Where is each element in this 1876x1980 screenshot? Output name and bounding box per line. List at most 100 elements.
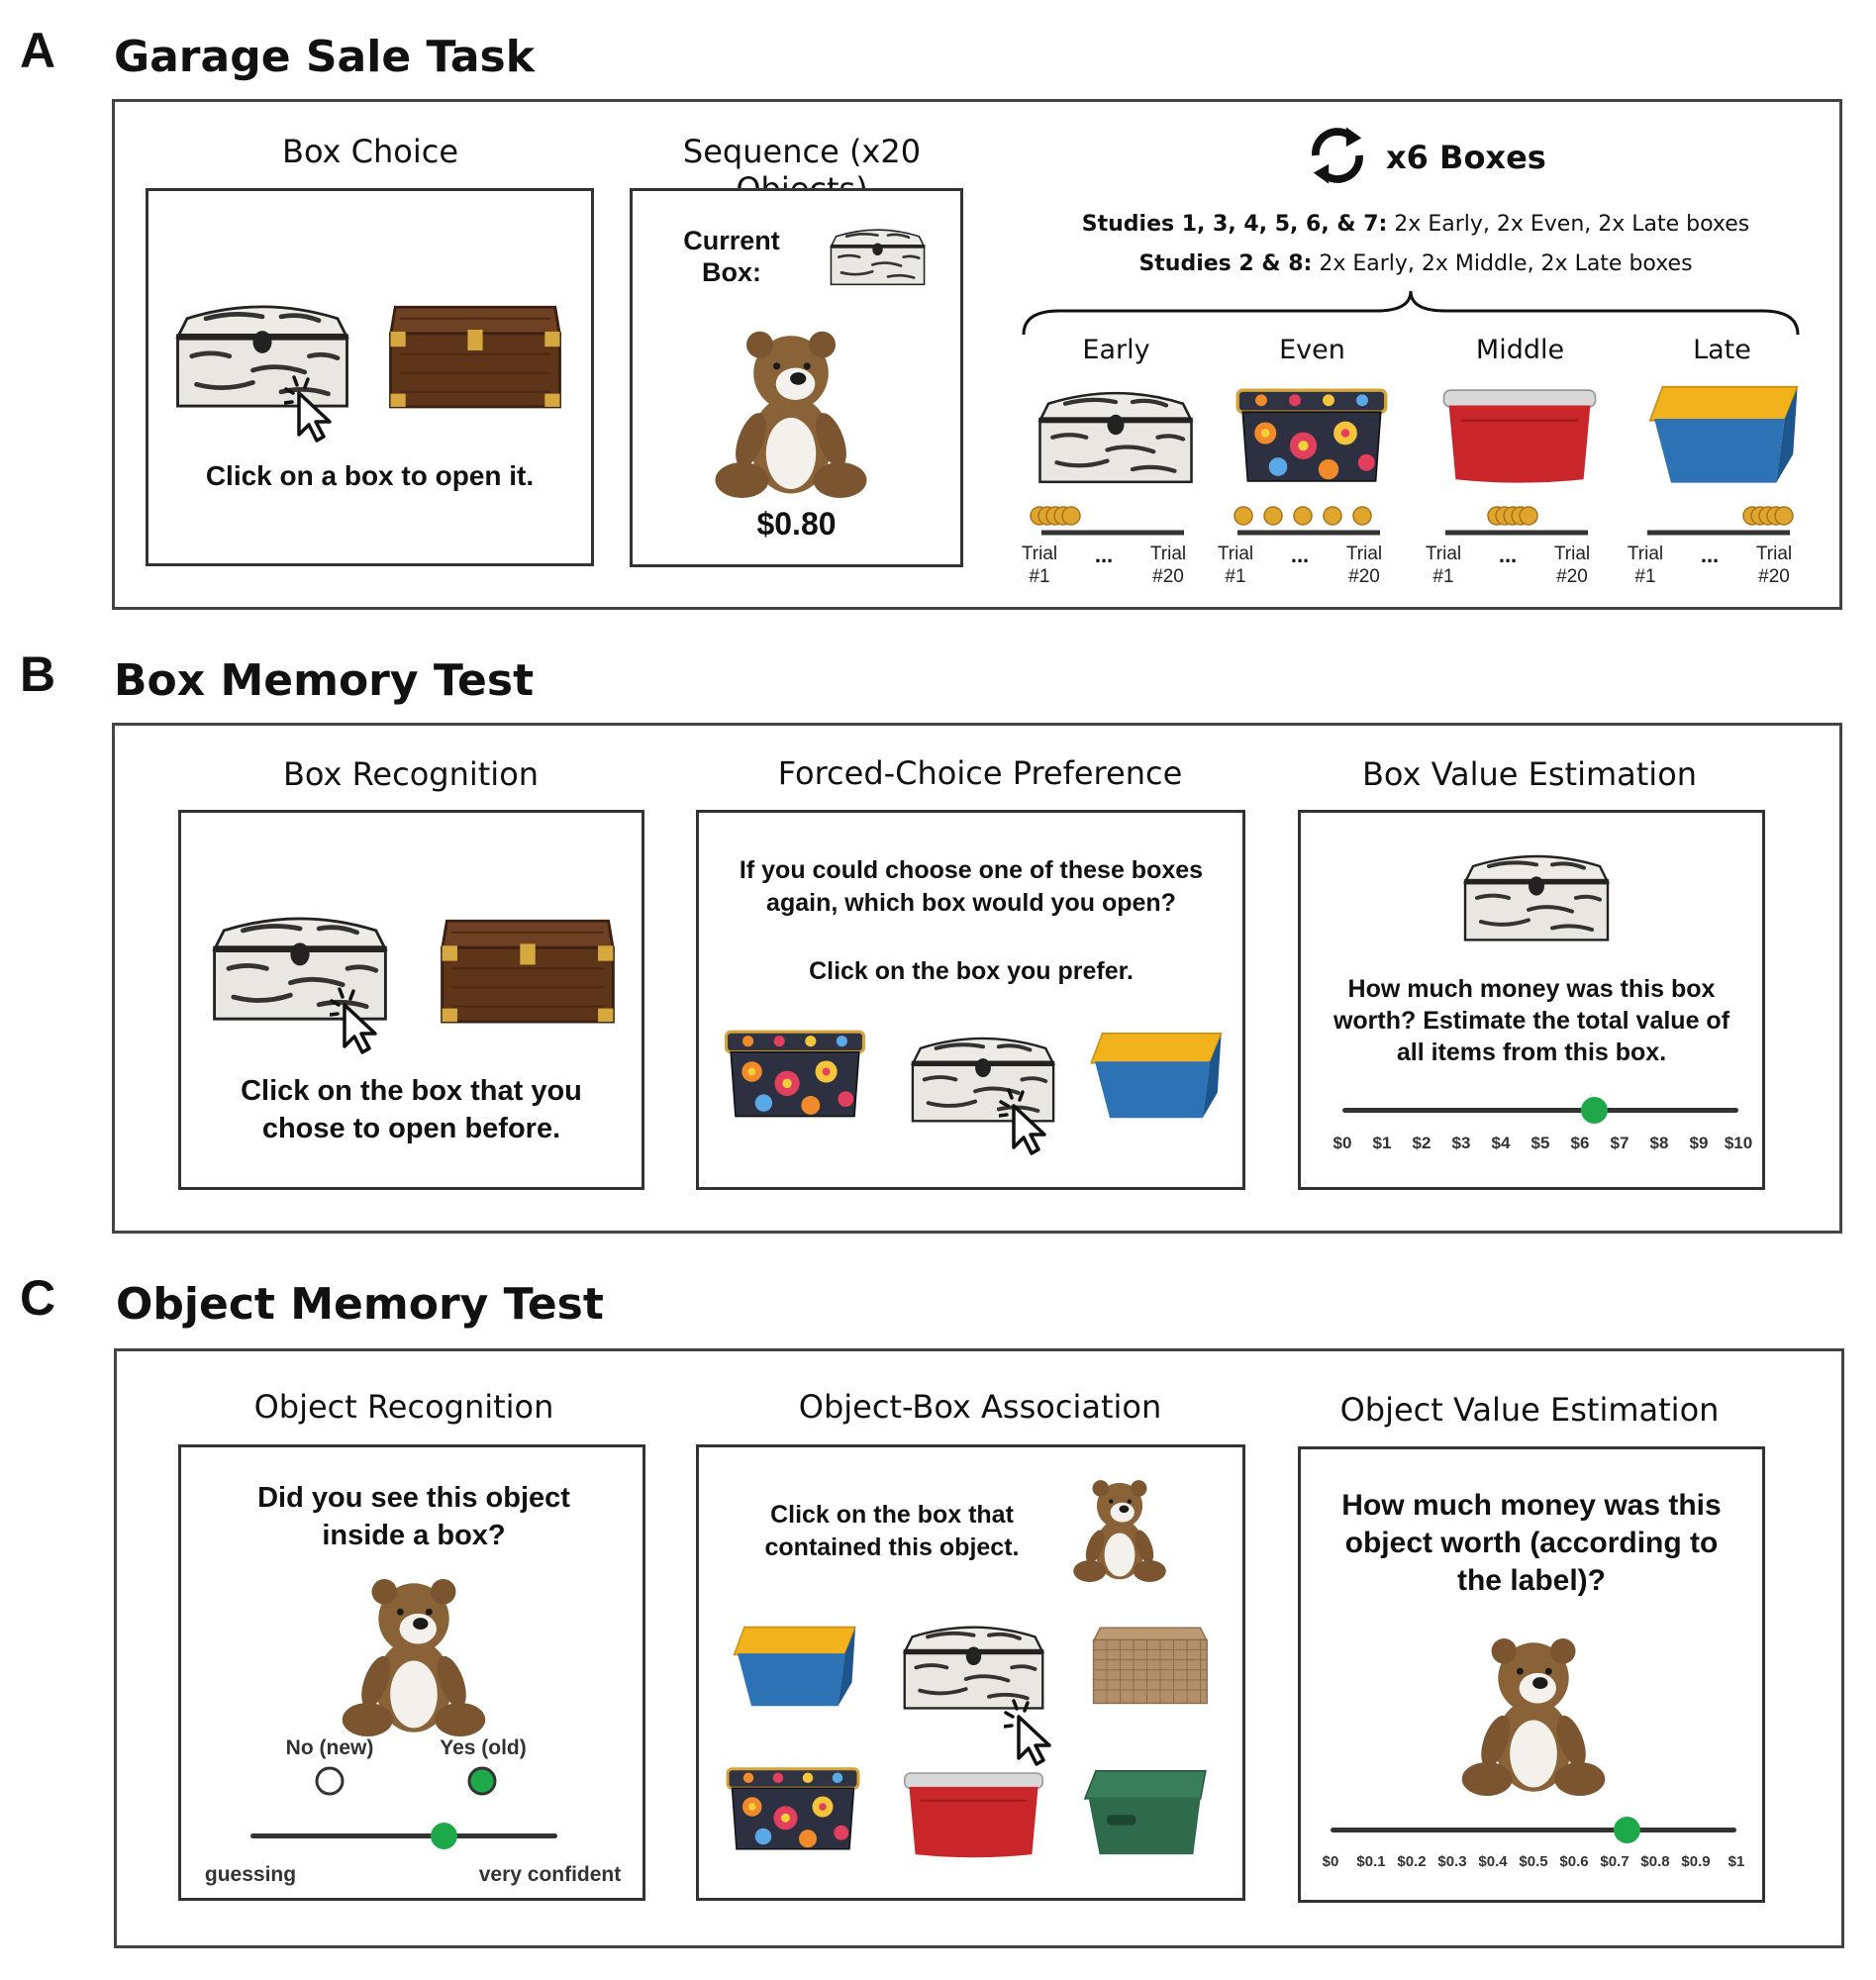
confidence-high-label: very confident <box>478 1863 622 1886</box>
coin-icon <box>1234 506 1253 526</box>
slider-tick-label: $0.5 <box>1519 1853 1548 1870</box>
cursor-icon <box>999 1088 1046 1155</box>
association-title: Object-Box Association <box>798 1388 1162 1426</box>
association-instruction: Click on the box that contained this obj… <box>764 1501 1020 1561</box>
object-recognition-title: Object Recognition <box>253 1388 554 1426</box>
coin-icon <box>1263 506 1283 526</box>
panel-c-frame <box>114 1348 1844 1948</box>
slider-track[interactable] <box>250 1833 557 1838</box>
blue-box-option[interactable] <box>1080 1019 1229 1130</box>
association-screen: Click on the box that contained this obj… <box>696 1444 1245 1901</box>
box-value-slider[interactable]: $0$1$2$3$4$5$6$7$8$9$10 <box>1333 1096 1752 1165</box>
trial-end-label: Trial #20 <box>1755 544 1793 587</box>
cursor-icon <box>1004 1699 1051 1766</box>
box-choice-screen: Click on a box to open it. <box>146 188 594 566</box>
coin-timeline-late <box>1647 506 1794 536</box>
slider-tick-label: $1 <box>1728 1853 1745 1870</box>
red-box-option[interactable] <box>897 1762 1050 1862</box>
box-count-label: x6 Boxes <box>1386 139 1546 176</box>
sequence-screen: Current Box: $0.80 <box>630 188 963 567</box>
panel-a-letter: A <box>20 23 56 78</box>
box-value-title: Box Value Estimation <box>1361 755 1698 793</box>
slider-tick-label: $5 <box>1530 1134 1550 1152</box>
green-box-option[interactable] <box>1070 1754 1217 1868</box>
slider-tick-label: $0 <box>1322 1853 1339 1870</box>
slider-knob[interactable] <box>1581 1097 1608 1124</box>
object-value-slider[interactable]: $0$0.1$0.2$0.3$0.4$0.5$0.6$0.7$0.8$0.9$1 <box>1323 1816 1744 1885</box>
condition-box-late <box>1648 385 1799 484</box>
slider-tick-label: $3 <box>1451 1134 1471 1152</box>
box-choice-instruction: Click on a box to open it. <box>205 460 535 491</box>
condition-box-even <box>1235 388 1388 483</box>
floral-box-option[interactable] <box>717 1021 873 1123</box>
object-recognition-screen: Did you see this object inside a box? No… <box>178 1444 645 1901</box>
condition-box-early <box>1032 378 1200 488</box>
preference-screen: If you could choose one of these boxes a… <box>696 810 1245 1190</box>
panel-c-title: Object Memory Test <box>116 1279 604 1330</box>
trial-end-label: Trial #20 <box>1345 544 1383 587</box>
cursor-icon <box>284 375 332 443</box>
wood-chest-option[interactable] <box>433 902 623 1026</box>
slider-knob[interactable] <box>1614 1817 1641 1843</box>
panel-a-frame <box>112 99 1842 610</box>
option-no-label: No (new) <box>285 1736 374 1759</box>
panel-c-letter: C <box>20 1270 56 1326</box>
current-box-label: Current Box: <box>683 226 780 287</box>
blue-box-option[interactable] <box>724 1610 862 1721</box>
box-value-screen: How much money was this box worth? Estim… <box>1298 810 1765 1190</box>
slider-tick-label: $0.9 <box>1681 1853 1711 1870</box>
trial-ellipsis: ... <box>1290 543 1310 567</box>
panel-b-title: Box Memory Test <box>114 655 535 706</box>
wicker-basket-option[interactable] <box>1080 1604 1214 1723</box>
radio-no[interactable] <box>313 1764 348 1800</box>
box-choice-title: Box Choice <box>281 133 459 170</box>
preference-instruction: Click on the box you prefer. <box>809 957 1134 985</box>
condition-name-even: Even <box>1279 335 1345 365</box>
object-recognition-question: Did you see this object inside a box? <box>257 1482 570 1551</box>
slider-tick-label: $8 <box>1649 1134 1669 1152</box>
trial-ellipsis: ... <box>1498 543 1518 567</box>
slider-tick-label: $10 <box>1724 1134 1753 1152</box>
slider-tick-label: $6 <box>1570 1134 1590 1152</box>
studies-line-2: Studies 2 & 8: 2x Early, 2x Middle, 2x L… <box>1138 251 1693 276</box>
slider-track[interactable] <box>1331 1828 1736 1832</box>
panel-b-letter: B <box>20 646 56 702</box>
slider-tick-label: $0.4 <box>1478 1853 1508 1870</box>
coin-icon <box>1323 506 1342 526</box>
trial-end-label: Trial #20 <box>1553 544 1591 587</box>
white-chest-image <box>1463 854 1610 942</box>
slider-tick-label: $0.3 <box>1437 1853 1467 1870</box>
box-recognition-title: Box Recognition <box>282 755 540 793</box>
box-value-question: How much money was this box worth? Estim… <box>1333 975 1730 1066</box>
coin-timeline-even <box>1234 506 1380 536</box>
coin-timeline-early <box>1030 506 1184 536</box>
trial-ellipsis: ... <box>1094 543 1114 567</box>
coin-icon <box>1352 506 1372 526</box>
slider-tick-label: $4 <box>1491 1134 1511 1152</box>
slider-tick-label: $1 <box>1372 1134 1392 1152</box>
studies-line-1: Studies 1, 3, 4, 5, 6, & 7: 2x Early, 2x… <box>1081 212 1750 237</box>
object-value-screen: How much money was this object worth (ac… <box>1298 1446 1765 1903</box>
coin-timeline-middle <box>1445 506 1588 536</box>
confidence-low-label: guessing <box>204 1863 297 1886</box>
confidence-slider[interactable] <box>250 1822 557 1851</box>
slider-tick-label: $7 <box>1610 1134 1629 1152</box>
coin-icon <box>1061 506 1081 526</box>
coin-icon <box>1293 506 1313 526</box>
teddy-bear-image <box>342 1579 486 1736</box>
floral-box-option[interactable] <box>719 1758 867 1855</box>
wood-chest-option[interactable] <box>381 288 569 411</box>
cursor-icon <box>330 987 377 1054</box>
trial-start-label: Trial #1 <box>1627 544 1664 587</box>
slider-knob[interactable] <box>431 1823 458 1849</box>
condition-brace <box>1022 290 1800 336</box>
box-recognition-instruction: Click on the box that you chose to open … <box>241 1075 582 1144</box>
object-value-question: How much money was this object worth (ac… <box>1341 1489 1722 1597</box>
trial-ellipsis: ... <box>1700 543 1720 567</box>
condition-box-middle <box>1442 388 1597 484</box>
teddy-bear-image <box>1073 1480 1166 1582</box>
slider-track[interactable] <box>1342 1108 1738 1113</box>
slider-tick-label: $9 <box>1689 1134 1709 1152</box>
radio-yes[interactable] <box>465 1764 501 1800</box>
slider-tick-label: $0.7 <box>1600 1853 1629 1870</box>
